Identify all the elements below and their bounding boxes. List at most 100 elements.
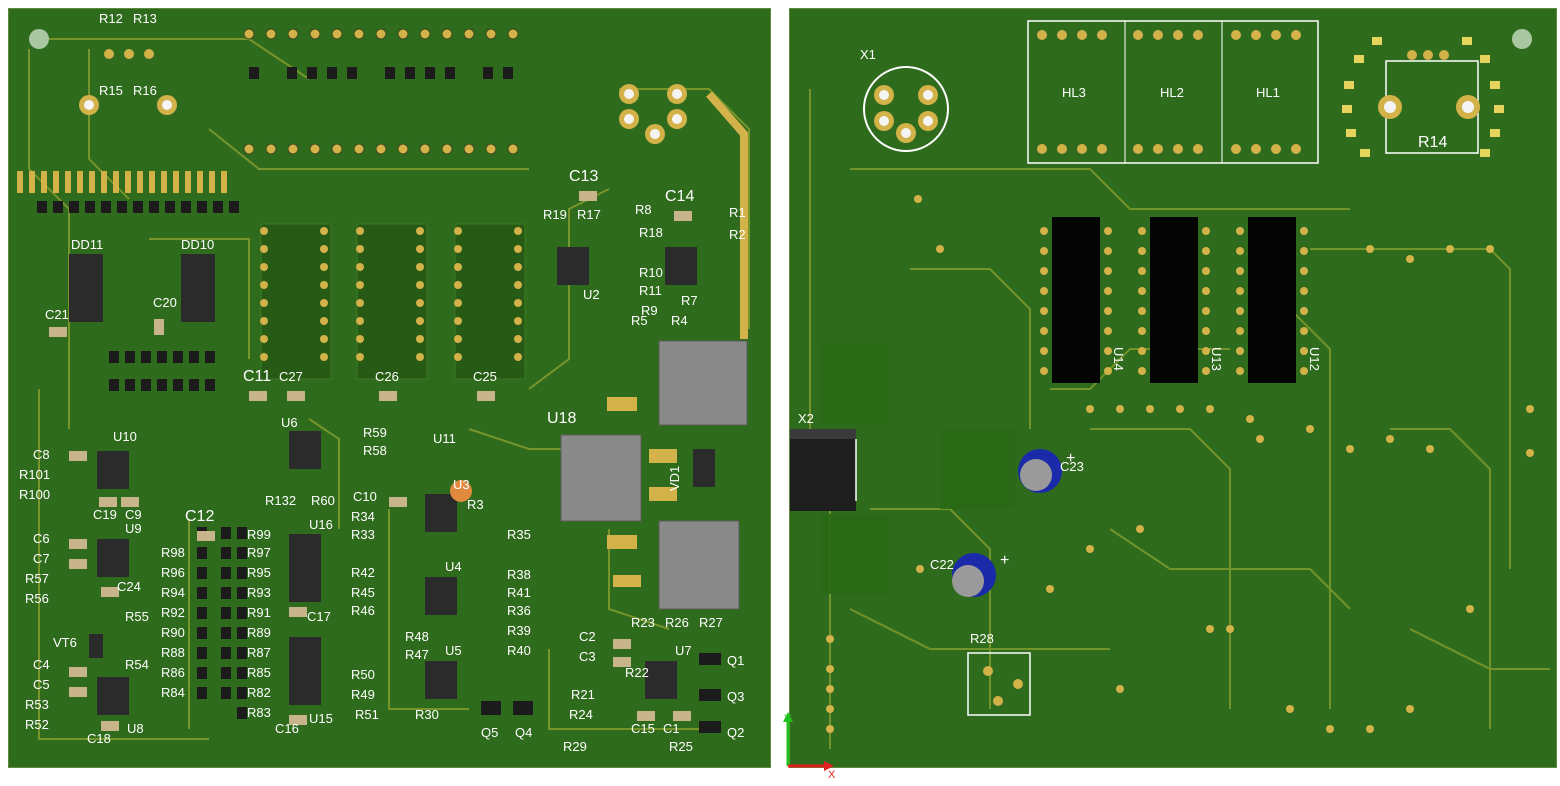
resistor-columns (197, 527, 247, 719)
label-U2: U2 (583, 287, 600, 302)
plus-C23: + (1066, 450, 1075, 467)
power-trace (705, 91, 748, 339)
label-R92: R92 (161, 605, 185, 620)
label-Q4: Q4 (515, 725, 532, 740)
label-R38: R38 (507, 567, 531, 582)
label-Q5: Q5 (481, 725, 498, 740)
label-R42: R42 (351, 565, 375, 580)
label-R25: R25 (669, 739, 693, 754)
r12-r16-pads (104, 49, 154, 59)
label-R89: R89 (247, 625, 271, 640)
label-C3: C3 (579, 649, 596, 664)
label-C24: C24 (117, 579, 141, 594)
label-U13: U13 (1209, 347, 1224, 371)
label-C22: C22 (930, 557, 954, 572)
label-C21: C21 (45, 307, 69, 322)
label-C27: C27 (279, 369, 303, 384)
display-outline (1027, 20, 1319, 164)
din-connector[interactable] (863, 66, 949, 152)
resistor-bank (37, 201, 239, 391)
power-jack-holes (624, 89, 682, 139)
trimmer-outline (967, 652, 1031, 716)
label-R39: R39 (507, 623, 531, 638)
label-R46: R46 (351, 603, 375, 618)
label-R35: R35 (507, 527, 531, 542)
vias (826, 195, 1534, 733)
display-pins (1037, 30, 1301, 154)
x-axis-label: X (828, 769, 836, 781)
plus-C22: + (1000, 552, 1009, 569)
label-R83: R83 (247, 705, 271, 720)
label-R93: R93 (247, 585, 271, 600)
label-U15: U15 (309, 711, 333, 726)
label-R99: R99 (247, 527, 271, 542)
label-R60: R60 (311, 493, 335, 508)
label-R95: R95 (247, 565, 271, 580)
label-C7: C7 (33, 551, 50, 566)
dip-ic-bodies (1052, 217, 1296, 383)
label-U14: U14 (1111, 347, 1126, 371)
dc-jack[interactable] (790, 429, 857, 511)
label-R132: R132 (265, 493, 296, 508)
label-R26: R26 (665, 615, 689, 630)
label-DD10: DD10 (181, 237, 214, 252)
label-R86: R86 (161, 665, 185, 680)
rotary-encoder[interactable] (1378, 50, 1480, 154)
label-R52: R52 (25, 717, 49, 732)
label-R51: R51 (355, 707, 379, 722)
label-R101: R101 (19, 467, 50, 482)
label-Q3: Q3 (727, 689, 744, 704)
label-R18: R18 (639, 225, 663, 240)
label-R59: R59 (363, 425, 387, 440)
pcb-bottom-view[interactable]: X1 HL3 HL2 HL1 R14 X2 U14 U13 U12 C23 C2… (789, 8, 1557, 768)
label-U3: U3 (453, 477, 470, 492)
label-R28: R28 (970, 631, 994, 646)
label-R11: R11 (639, 283, 662, 298)
label-C14: C14 (665, 188, 694, 205)
label-R54: R54 (125, 657, 149, 672)
label-C6: C6 (33, 531, 50, 546)
label-R14: R14 (1418, 134, 1447, 151)
label-R91: R91 (247, 605, 271, 620)
label-C16: C16 (275, 721, 299, 736)
label-R24: R24 (569, 707, 593, 722)
label-R45: R45 (351, 585, 375, 600)
label-R85: R85 (247, 665, 271, 680)
label-R22: R22 (625, 665, 649, 680)
label-R98: R98 (161, 545, 185, 560)
label-R1: R1 (729, 205, 746, 220)
label-R34: R34 (351, 509, 375, 524)
label-R58: R58 (363, 443, 387, 458)
pcb-top-view[interactable]: R12 R13 R15 R16 DD11 DD10 C21 C20 C11 C2… (8, 8, 771, 768)
label-U18: U18 (547, 410, 576, 427)
label-R2: R2 (729, 227, 746, 242)
label-C17: C17 (307, 609, 331, 624)
label-C19: C19 (93, 507, 117, 522)
label-Q2: Q2 (727, 725, 744, 740)
label-C8: C8 (33, 447, 50, 462)
socket-pins (260, 227, 522, 361)
label-U7: U7 (675, 643, 692, 658)
label-VT6: VT6 (53, 635, 77, 650)
label-R57: R57 (25, 571, 49, 586)
label-R49: R49 (351, 687, 375, 702)
label-R5: R5 (631, 313, 648, 328)
pcb-top-graphics: R12 R13 R15 R16 DD11 DD10 C21 C20 C11 C2… (17, 11, 750, 754)
label-R47: R47 (405, 647, 429, 662)
dip-ic-pins (1040, 227, 1308, 375)
label-C23: C23 (1060, 459, 1084, 474)
label-R94: R94 (161, 585, 185, 600)
trace-layer (28, 38, 750, 740)
label-U16: U16 (309, 517, 333, 532)
label-R82: R82 (247, 685, 271, 700)
label-R27: R27 (699, 615, 723, 630)
label-VD1: VD1 (667, 466, 682, 491)
trace-layer-right (809, 89, 1550, 749)
label-DD11: DD11 (71, 237, 103, 252)
label-HL3: HL3 (1062, 85, 1086, 100)
label-R33: R33 (351, 527, 375, 542)
label-X1: X1 (860, 47, 876, 62)
label-HL2: HL2 (1160, 85, 1184, 100)
ic-sockets (260, 223, 526, 380)
